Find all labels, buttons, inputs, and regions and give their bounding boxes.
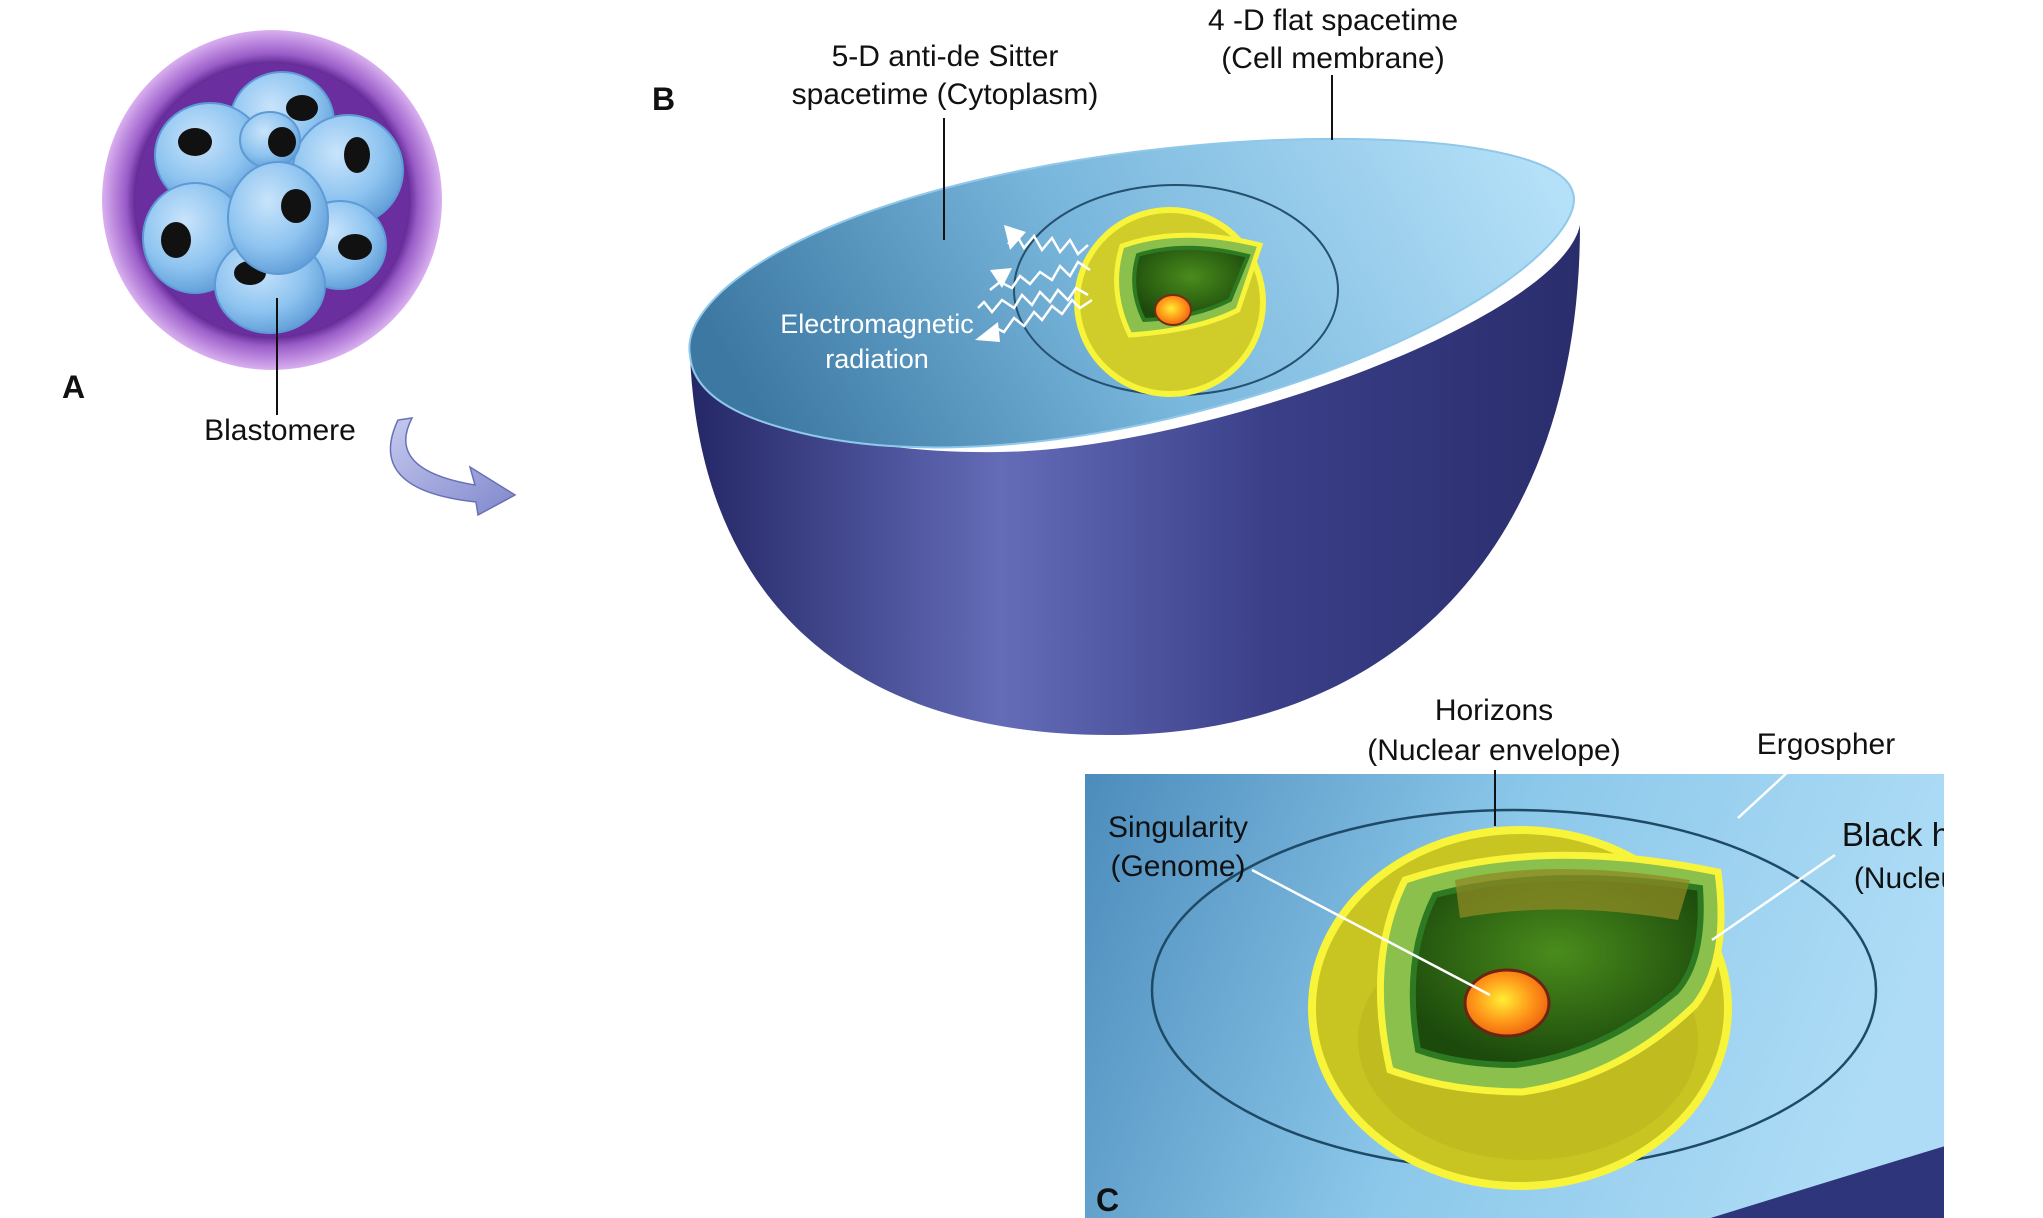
nucleus-b	[1074, 207, 1266, 397]
nucleus-4	[161, 222, 191, 258]
blackhole-leader	[1711, 853, 1836, 942]
ads-label-line2: spacetime (Cytoplasm)	[792, 78, 1099, 111]
flat-label-line2: (Cell membrane)	[1221, 42, 1444, 75]
panel-c-hemisphere-edge	[1710, 1146, 1944, 1218]
blastomere-cells	[142, 71, 404, 334]
singularity-c	[1463, 968, 1551, 1038]
singularity-leader	[1251, 868, 1491, 997]
flat-label-line1: 4 -D flat spacetime	[1208, 4, 1458, 37]
em-label-line2: radiation	[825, 344, 929, 374]
nucleus-7	[268, 127, 296, 157]
nucleus-1	[286, 95, 318, 121]
blackhole-label-line2: (Nucleus)	[1854, 862, 1982, 895]
ads-label-line1: 5-D anti-de Sitter	[832, 40, 1059, 73]
hemisphere-body	[690, 225, 1580, 735]
panel-a: Blastomere A	[62, 30, 442, 447]
nucleus-5	[338, 234, 372, 260]
nucleus-c	[1308, 826, 1732, 1190]
cell-8	[227, 161, 329, 275]
panel-b: 5-D anti-de Sitter spacetime (Cytoplasm)…	[652, 4, 1580, 735]
panel-a-label: A	[62, 369, 85, 405]
blastomere-label: Blastomere	[204, 414, 356, 447]
panel-b-label: B	[652, 81, 675, 117]
ergo-leader	[1737, 769, 1791, 819]
nucleus-2	[178, 128, 212, 156]
curved-arrow-icon	[389, 417, 517, 517]
nucleus-8	[281, 189, 311, 223]
singularity-label-line1: Singularity	[1108, 811, 1248, 844]
ergo-leader-top	[1789, 751, 1811, 773]
horizons-label-line1: Horizons	[1435, 694, 1553, 727]
nucleus-c-fold	[1455, 869, 1690, 920]
em-label-line1: Electromagnetic	[780, 309, 974, 339]
singularity-label-line2: (Genome)	[1110, 850, 1245, 883]
ergosphere-label: Ergospher	[1757, 728, 1895, 761]
nucleus-3	[344, 137, 370, 173]
em-radiation-arrows	[975, 225, 1093, 342]
horizons-label-line2: (Nuclear envelope)	[1367, 734, 1620, 767]
blackhole-label-line1: Black hole	[1842, 816, 1994, 853]
singularity-b	[1154, 294, 1192, 326]
panel-c-label: C	[1096, 1182, 1119, 1218]
panel-c: Singularity (Genome) Black hole (Nucleus…	[1085, 694, 1994, 1218]
